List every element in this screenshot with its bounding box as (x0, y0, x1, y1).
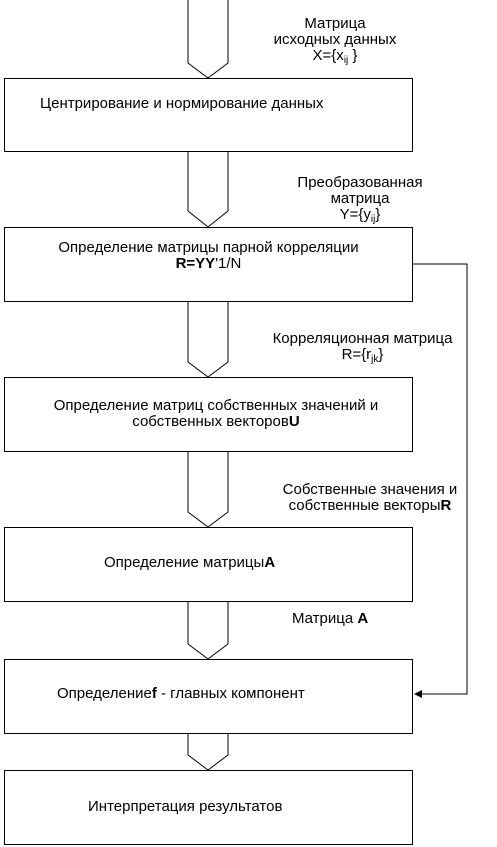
step-text-eigen-line1: Определение матриц собственных значений … (53, 397, 379, 414)
step-box-matrix-a (4, 527, 413, 602)
label-input-matrix: Матрица исходных данных X={xij } (250, 15, 420, 66)
label-transformed-line3: Y={yij} (270, 206, 450, 225)
label-eigen-line2-text: собственные векторы (288, 497, 441, 514)
pc-bold: f (151, 685, 157, 702)
label-transformed-line3-suffix: } (375, 206, 381, 223)
label-eigen-results: Собственные значения и собственные векто… (252, 482, 488, 514)
label-transformed-line3-prefix: Y={y (339, 206, 371, 223)
step-text-correlation: Определение матрицы парной корреляции R=… (4, 240, 413, 272)
correlation-formula-rest: '1/N (215, 255, 242, 272)
label-transformed-line1: Преобразованная (297, 174, 423, 191)
label-correlation-matrix: Корреляционная матрица R={rjk} (245, 330, 480, 365)
eigen-line2-text: собственных векторов (132, 413, 289, 430)
arrow-1-2 (187, 151, 229, 228)
matrix-a-bold: A (264, 554, 276, 571)
step-text-matrix-a: Определение матрицыA (104, 555, 275, 571)
label-matrix-a: Матрица A (292, 611, 368, 627)
correlation-formula-bold: R=YY (175, 255, 216, 272)
label-correlation-line2-sub: jk (371, 354, 379, 365)
arrow-2-3 (187, 301, 229, 378)
label-input-line3: X={xij } (250, 47, 420, 66)
label-eigen-line1: Собственные значения и (282, 481, 458, 498)
step-box-eigen (4, 377, 413, 452)
label-input-line1: Матрица (304, 15, 366, 32)
label-input-line3-prefix: X={x (312, 47, 344, 64)
step-box-centering (4, 78, 413, 152)
step-text-eigen: Определение матриц собственных значений … (4, 398, 428, 430)
arrow-3-4 (187, 451, 229, 528)
step-box-correlation (4, 227, 413, 302)
label-transformed-line3-sub: ij (370, 214, 376, 225)
label-input-line3-sub: ij (343, 55, 349, 66)
label-eigen-line2-bold: R (440, 497, 452, 514)
label-matrix-a-bold: A (357, 610, 369, 627)
label-transformed-matrix: Преобразованная матрица Y={yij} (270, 174, 450, 225)
label-transformed-line2: матрица (330, 190, 390, 207)
step-text-centering: Центрирование и нормирование данных (40, 95, 324, 112)
label-matrix-a-text: Матрица (292, 610, 358, 627)
arrow-5-6 (187, 733, 229, 771)
step-box-principal-components (4, 659, 413, 734)
label-correlation-line2: R={rjk} (245, 346, 480, 365)
step-text-interpretation: Интерпретация результатов (88, 798, 283, 815)
bypass-arrowhead (414, 690, 422, 698)
step-box-interpretation (4, 770, 413, 845)
pc-text: Определение (57, 685, 152, 702)
eigen-line2-bold: U (288, 413, 300, 430)
correlation-formula: R=YY'1/N (4, 256, 413, 272)
arrow-input (187, 0, 229, 79)
step-text-correlation-line1: Определение матрицы парной корреляции (58, 239, 359, 256)
label-correlation-line1: Корреляционная матрица (272, 330, 453, 347)
pc-rest: - главных компонент (156, 685, 305, 702)
label-correlation-line2-prefix: R={r (341, 346, 372, 363)
matrix-a-text: Определение матрицы (104, 554, 265, 571)
bypass-connector (412, 263, 468, 695)
label-input-line3-suffix: } (348, 47, 358, 64)
label-correlation-line2-suffix: } (378, 346, 384, 363)
arrow-4-5 (187, 601, 229, 660)
step-text-principal-components: Определениеf - главных компонент (57, 686, 305, 702)
label-input-line2: исходных данных (273, 31, 397, 48)
step-text-eigen-line2: собственных векторовU (4, 414, 428, 430)
label-eigen-line2: собственные векторыR (252, 498, 488, 514)
